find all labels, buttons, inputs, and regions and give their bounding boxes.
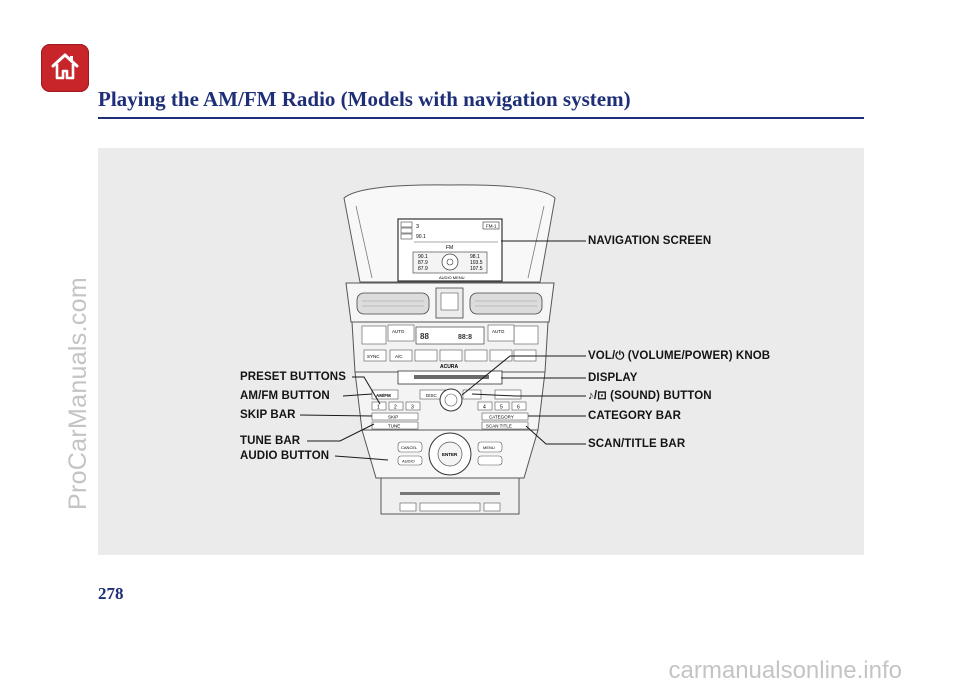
- category-label: CATEGORY: [489, 415, 514, 420]
- page-title: Playing the AM/FM Radio (Models with nav…: [98, 87, 631, 111]
- screen-preset-6: 107.5: [470, 266, 483, 272]
- sync-label: SYNC: [367, 354, 380, 359]
- preset-6-label: 6: [517, 405, 520, 411]
- tune-label: TUNE: [388, 424, 400, 429]
- callout-navigation-screen: NAVIGATION SCREEN: [588, 235, 712, 247]
- leader-scan-title: [525, 425, 586, 445]
- leader-sound: [471, 393, 586, 397]
- scan-title-label: SCAN TITLE: [486, 424, 512, 429]
- callout-vol-knob: VOL/⏻ (VOLUME/POWER) KNOB: [588, 350, 771, 362]
- preset-2-label: 2: [394, 405, 397, 411]
- leader-vol-knob: [461, 355, 586, 396]
- disc-label: DISC: [426, 393, 438, 398]
- screen-preset-3: 87.9: [418, 266, 428, 272]
- screen-band-badge: FM-1: [486, 224, 497, 229]
- brand-label: ACURA: [440, 364, 458, 370]
- page-number: 278: [98, 584, 124, 603]
- right-vent: [469, 292, 543, 315]
- screen-frequency: 90.1: [416, 234, 426, 240]
- title-rule: [98, 117, 864, 119]
- menu-label: MENU: [483, 445, 495, 450]
- preset-4-label: 4: [483, 405, 486, 411]
- bottom-watermark: carmanualsonline.info: [668, 657, 902, 684]
- skip-label: SKIP: [388, 415, 398, 420]
- screen-preset-number: 3: [416, 224, 419, 230]
- ac-label: A/C: [395, 354, 403, 359]
- screen-audio-menu: AUDIO MENU: [439, 275, 465, 280]
- screen-preset-5: 103.5: [470, 260, 483, 266]
- audio-label: AUDIO: [402, 459, 415, 464]
- preset-1-label: 1: [377, 405, 380, 411]
- screen-preset-2: 87.9: [418, 260, 428, 266]
- leader-audio: [334, 455, 389, 461]
- callout-display: DISPLAY: [588, 372, 638, 384]
- am-fm-label: AM/FM: [376, 393, 391, 398]
- home-icon: [51, 53, 79, 80]
- preset-5-label: 5: [500, 405, 503, 411]
- cancel-label: CANCEL: [401, 445, 418, 450]
- screen-band: FM: [446, 245, 453, 251]
- navigation-screen: 3 90.1 FM-1 FM 90.1 87.9 87.9 98.1 103.5…: [397, 218, 503, 282]
- callout-preset-buttons: PRESET BUTTONS: [240, 371, 346, 383]
- preset-3-label: 3: [411, 405, 414, 411]
- screen-preset-4: 98.1: [470, 254, 480, 260]
- climate-display: [415, 326, 485, 345]
- callout-audio-button: AUDIO BUTTON: [240, 450, 330, 462]
- callout-sound-button: ♪/⊡ (SOUND) BUTTON: [588, 390, 712, 402]
- auto-right-label: AUTO: [492, 329, 505, 334]
- leader-am-fm: [342, 393, 373, 397]
- left-vent: [356, 292, 430, 315]
- leader-preset-buttons: [352, 376, 381, 405]
- svg-text:88: 88: [420, 332, 429, 341]
- svg-text:88:8: 88:8: [458, 334, 472, 341]
- home-button[interactable]: [41, 44, 89, 92]
- callout-scan-title-bar: SCAN/TITLE BAR: [588, 438, 686, 450]
- volume-knob: [439, 388, 463, 412]
- side-watermark: ProCarManuals.com: [64, 277, 92, 510]
- leader-tune: [307, 423, 375, 442]
- auto-left-label: AUTO: [392, 329, 405, 334]
- callout-skip-bar: SKIP BAR: [240, 409, 296, 421]
- callout-category-bar: CATEGORY BAR: [588, 410, 681, 422]
- leader-skip: [299, 414, 373, 417]
- enter-label: ENTER: [442, 452, 458, 457]
- callout-am-fm-button: AM/FM BUTTON: [240, 390, 330, 402]
- screen-preset-1: 90.1: [418, 254, 428, 260]
- disc-slot: [400, 492, 500, 495]
- callout-tune-bar: TUNE BAR: [240, 435, 301, 447]
